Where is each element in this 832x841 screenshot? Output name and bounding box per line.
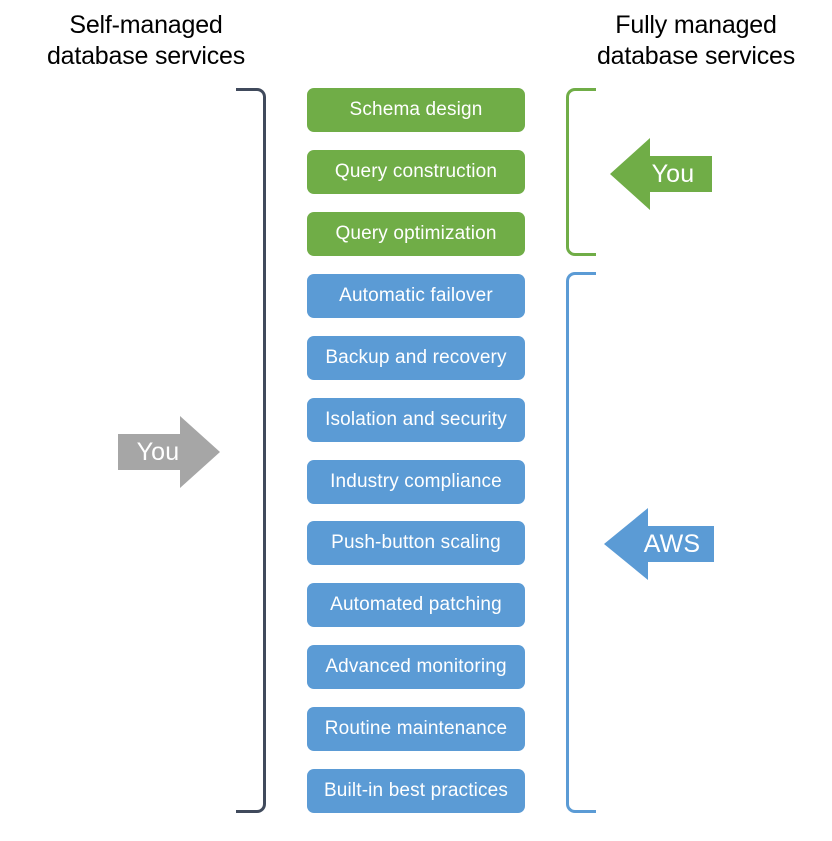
capability-box-isolation-and-security[interactable]: Isolation and security	[307, 398, 525, 442]
arrow-you-fully-managed: You	[610, 138, 712, 210]
capability-box-query-construction[interactable]: Query construction	[307, 150, 525, 194]
capability-box-advanced-monitoring[interactable]: Advanced monitoring	[307, 645, 525, 689]
bracket-fully-managed-green	[566, 88, 596, 256]
arrow-label-you-fully-managed: You	[651, 160, 695, 188]
capability-box-routine-maintenance[interactable]: Routine maintenance	[307, 707, 525, 751]
capability-box-automated-patching[interactable]: Automated patching	[307, 583, 525, 627]
heading-self-managed: Self-managed database services	[46, 11, 246, 70]
capability-box-schema-design[interactable]: Schema design	[307, 88, 525, 132]
capability-box-automatic-failover[interactable]: Automatic failover	[307, 274, 525, 318]
arrow-left-icon	[610, 138, 712, 210]
capability-box-backup-and-recovery[interactable]: Backup and recovery	[307, 336, 525, 380]
arrow-label-aws-fully-managed: AWS	[643, 530, 701, 558]
arrow-right-icon	[118, 416, 220, 488]
arrow-you-self-managed: You	[118, 416, 220, 488]
capability-box-industry-compliance[interactable]: Industry compliance	[307, 460, 525, 504]
bracket-fully-managed-blue	[566, 272, 596, 813]
capability-box-query-optimization[interactable]: Query optimization	[307, 212, 525, 256]
bracket-self-managed	[236, 88, 266, 813]
capability-box-push-button-scaling[interactable]: Push-button scaling	[307, 521, 525, 565]
arrow-label-you-self-managed: You	[136, 438, 180, 466]
arrow-aws-fully-managed: AWS	[604, 508, 714, 580]
capability-box-built-in-best-practices[interactable]: Built-in best practices	[307, 769, 525, 813]
arrow-left-icon	[604, 508, 714, 580]
heading-fully-managed: Fully managed database services	[596, 11, 796, 70]
